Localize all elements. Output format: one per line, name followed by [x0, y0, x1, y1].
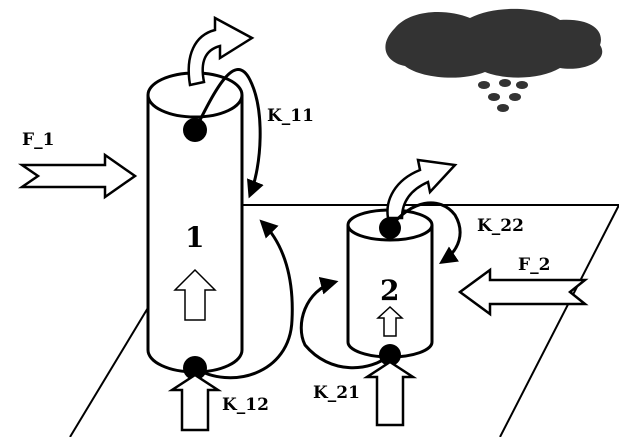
bottom-inflow-arrow-icon-2 [362, 360, 418, 427]
outflow-arrow-icon-1 [187, 15, 255, 87]
outflow-arrow-icon-2 [386, 158, 458, 220]
f2-inflow-arrow-icon [457, 267, 589, 317]
label-k22: K_22 [477, 216, 524, 236]
arrow-k11 [193, 68, 264, 199]
inflow-arrow-icon-column-2 [376, 305, 404, 337]
label-f2: F_2 [518, 255, 550, 275]
exchange-arrows [193, 68, 462, 380]
f1-inflow-arrow-icon [17, 152, 138, 200]
arrow-k12 [194, 219, 294, 380]
label-k12: K_12 [222, 395, 269, 415]
label-k21: K_21 [313, 383, 360, 403]
label-column-1: 1 [185, 221, 204, 254]
label-column-2: 2 [380, 274, 399, 307]
arrow-k21 [299, 277, 391, 370]
inflow-arrow-icon-column-1 [173, 268, 217, 321]
label-f1: F_1 [22, 130, 54, 150]
label-k11: K_11 [267, 106, 314, 126]
bottom-inflow-arrow-icon-1 [167, 373, 223, 432]
arrow-k22 [388, 201, 462, 264]
rain-cloud-icon [385, 8, 603, 112]
